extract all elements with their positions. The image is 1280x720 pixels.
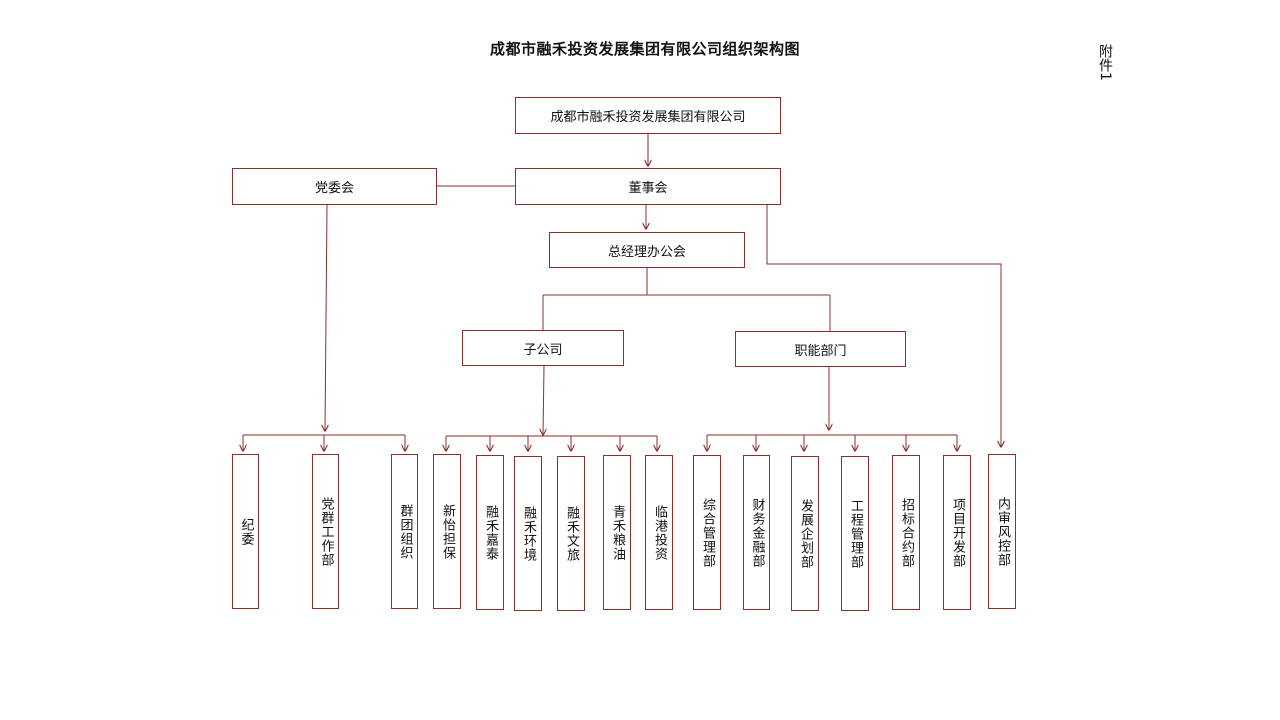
node-functional-label: 职能部门 [794,343,847,359]
party-unit-label: 群团组织 [397,503,413,560]
functional-unit-box: 项目开发部 [943,455,971,610]
node-group-label: 成都市融禾投资发展集团有限公司 [550,110,746,125]
party-unit-box: 群团组织 [391,454,418,609]
party-unit-box: 党群工作部 [312,454,339,609]
node-board-label: 董事会 [628,181,668,196]
node-subsidiaries: 子公司 [462,330,624,366]
subsidiary-unit-label: 青禾粮油 [610,504,625,561]
functional-unit-label: 财务金融部 [749,497,765,568]
node-board: 董事会 [515,168,781,205]
functional-unit-box: 综合管理部 [693,455,721,610]
functional-unit-label: 项目开发部 [950,497,965,568]
functional-unit-label: 工程管理部 [848,498,863,569]
node-subsidiaries-label: 子公司 [523,342,563,358]
page-title: 成都市融禾投资发展集团有限公司组织架构图 [489,40,800,58]
party-unit-label: 纪委 [238,517,254,546]
functional-unit-box: 财务金融部 [743,455,770,610]
attachment-label: 附件1 [1097,44,1113,81]
node-party-committee: 党委会 [232,168,437,205]
node-gm-office-label: 总经理办公会 [607,244,686,260]
subsidiary-unit-box: 融禾环境 [514,456,542,611]
functional-unit-box: 招标合约部 [892,455,920,610]
functional-unit-box: 工程管理部 [841,456,869,611]
audit-unit-box: 内审风控部 [988,454,1016,609]
subsidiary-unit-label: 临港投资 [652,504,667,561]
subsidiary-unit-box: 融禾嘉泰 [476,455,504,610]
node-gm-office: 总经理办公会 [549,232,745,268]
party-unit-box: 纪委 [232,454,259,609]
subsidiary-unit-box: 融禾文旅 [557,456,585,611]
subsidiary-unit-label: 融禾环境 [521,505,536,562]
subsidiary-unit-label: 融禾嘉泰 [483,504,498,561]
subsidiary-unit-box: 临港投资 [645,455,673,610]
functional-unit-label: 发展企划部 [798,498,813,569]
subsidiary-unit-label: 新怡担保 [440,503,455,560]
subsidiary-unit-box: 青禾粮油 [603,455,631,610]
subsidiary-unit-box: 新怡担保 [433,454,461,609]
node-functional: 职能部门 [735,331,906,367]
functional-unit-label: 综合管理部 [700,497,715,568]
functional-unit-box: 发展企划部 [791,456,819,611]
node-group: 成都市融禾投资发展集团有限公司 [515,97,781,134]
party-unit-label: 党群工作部 [318,496,334,567]
subsidiary-unit-label: 融禾文旅 [564,505,579,562]
audit-unit-label: 内审风控部 [995,496,1010,567]
functional-unit-label: 招标合约部 [899,497,914,568]
node-party-committee-label: 党委会 [314,181,354,196]
